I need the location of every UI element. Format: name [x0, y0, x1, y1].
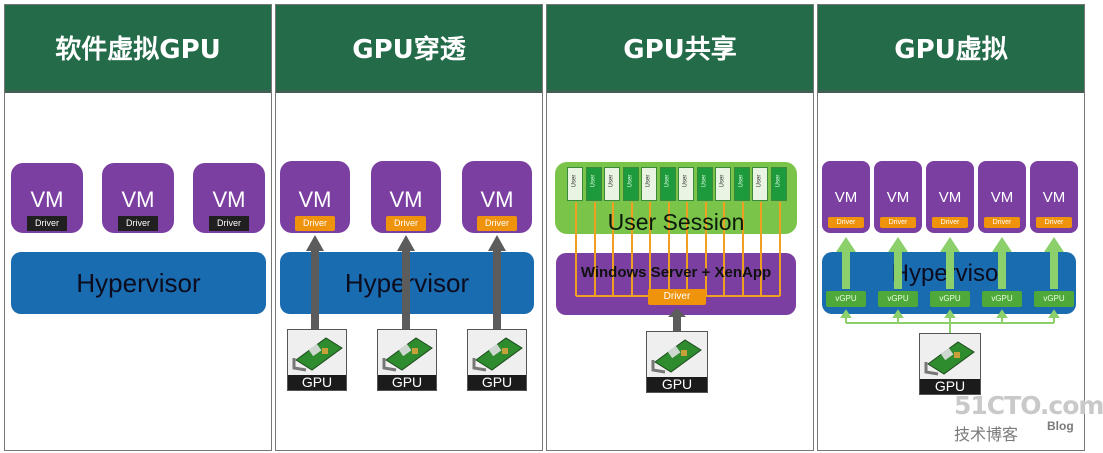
- driver-label: Driver: [880, 217, 916, 228]
- driver-label: Driver: [932, 217, 968, 228]
- vm-box: VM Driver: [102, 163, 174, 233]
- vm-label: VM: [1042, 189, 1066, 206]
- vgpu-label: vGPU: [930, 291, 970, 307]
- driver-label: Driver: [984, 217, 1020, 228]
- vgpu-label: vGPU: [982, 291, 1022, 307]
- vm-label: VM: [834, 189, 858, 206]
- gpu-label: GPU: [378, 375, 436, 390]
- user-tile: User: [771, 167, 787, 201]
- driver-label: Driver: [386, 216, 426, 231]
- user-tile: User: [567, 167, 583, 201]
- gpu-card: GPU: [467, 329, 527, 391]
- vm-label: VM: [30, 187, 64, 212]
- vm-label: VM: [298, 187, 332, 212]
- gpu-card-icon: [924, 341, 975, 376]
- gpu-label: GPU: [468, 375, 526, 390]
- vm-box: VM Driver: [11, 163, 83, 233]
- gpu-card-icon: [382, 337, 433, 372]
- gpu-card-icon: [472, 337, 523, 372]
- user-tiles: User User User User User User User User …: [567, 167, 795, 203]
- panel-title: GPU穿透: [276, 5, 542, 93]
- panel-gpu-passthrough: GPU穿透 Hypervisor VM Driver VM Driver VM …: [275, 4, 543, 451]
- user-tile: User: [752, 167, 768, 201]
- windows-server-label: Windows Server + XenApp: [580, 264, 772, 281]
- vm-label: VM: [886, 189, 910, 206]
- user-tile: User: [604, 167, 620, 201]
- hypervisor-bar: Hypervisor: [11, 252, 266, 314]
- user-tile: User: [678, 167, 694, 201]
- user-tile: User: [697, 167, 713, 201]
- user-tile: User: [641, 167, 657, 201]
- user-tile: User: [734, 167, 750, 201]
- panel-title: GPU虚拟: [818, 5, 1084, 93]
- vm-box: VM Driver: [371, 161, 441, 233]
- vm-box: VM Driver: [462, 161, 532, 233]
- user-tile: User: [586, 167, 602, 201]
- watermark-sub: 技术博客: [954, 425, 1019, 444]
- gpu-card-icon: [651, 339, 702, 374]
- vm-label: VM: [212, 187, 246, 212]
- gpu-card-icon: [292, 337, 343, 372]
- user-tile: User: [660, 167, 676, 201]
- panel-gpu-sharing: GPU共享 User Session User User User User U…: [546, 4, 814, 451]
- driver-label: Driver: [828, 217, 864, 228]
- driver-label: Driver: [648, 289, 706, 305]
- vgpu-arrows: [836, 237, 1064, 335]
- driver-label: Driver: [118, 216, 158, 231]
- gpu-card: GPU: [287, 329, 347, 391]
- gpu-label: GPU: [288, 375, 346, 390]
- vm-box: VM Driver: [874, 161, 922, 233]
- passthrough-arrows: [306, 235, 506, 331]
- shared-gpu-arrow: [668, 308, 686, 333]
- vm-box: VM Driver: [822, 161, 870, 233]
- vm-box: VM Driver: [280, 161, 350, 233]
- user-tile: User: [715, 167, 731, 201]
- vgpu-label: vGPU: [878, 291, 918, 307]
- gpu-card: GPU: [919, 333, 981, 395]
- gpu-label: GPU: [920, 379, 980, 394]
- vm-label: VM: [121, 187, 155, 212]
- vgpu-label: vGPU: [1034, 291, 1074, 307]
- panel-software-virtual-gpu: 软件虚拟GPU VM Driver VM Driver VM Driver Hy…: [4, 4, 272, 451]
- panel-title: 软件虚拟GPU: [5, 5, 271, 93]
- user-tile: User: [623, 167, 639, 201]
- vm-box: VM Driver: [193, 163, 265, 233]
- user-session-label: User Session: [607, 209, 745, 235]
- panel-gpu-virtualization: GPU虚拟 Hypervisor VM Driver VM Driver VM …: [817, 4, 1103, 451]
- vm-label: VM: [480, 187, 514, 212]
- vm-box: VM Driver: [926, 161, 974, 233]
- driver-label: Driver: [1036, 217, 1072, 228]
- vm-label: VM: [990, 189, 1014, 206]
- watermark-site: 51CTO.com: [954, 391, 1103, 420]
- gpu-label: GPU: [647, 377, 707, 392]
- driver-label: Driver: [295, 216, 335, 231]
- vm-box: VM Driver: [978, 161, 1026, 233]
- gpu-card: GPU: [377, 329, 437, 391]
- panel-title: GPU共享: [547, 5, 813, 93]
- gpu-card: GPU: [646, 331, 708, 393]
- vm-label: VM: [938, 189, 962, 206]
- vm-label: VM: [389, 187, 423, 212]
- vgpu-label: vGPU: [826, 291, 866, 307]
- driver-label: Driver: [27, 216, 67, 231]
- watermark-blog: Blog: [1047, 419, 1074, 433]
- driver-label: Driver: [209, 216, 249, 231]
- driver-label: Driver: [477, 216, 517, 231]
- vm-box: VM Driver: [1030, 161, 1078, 233]
